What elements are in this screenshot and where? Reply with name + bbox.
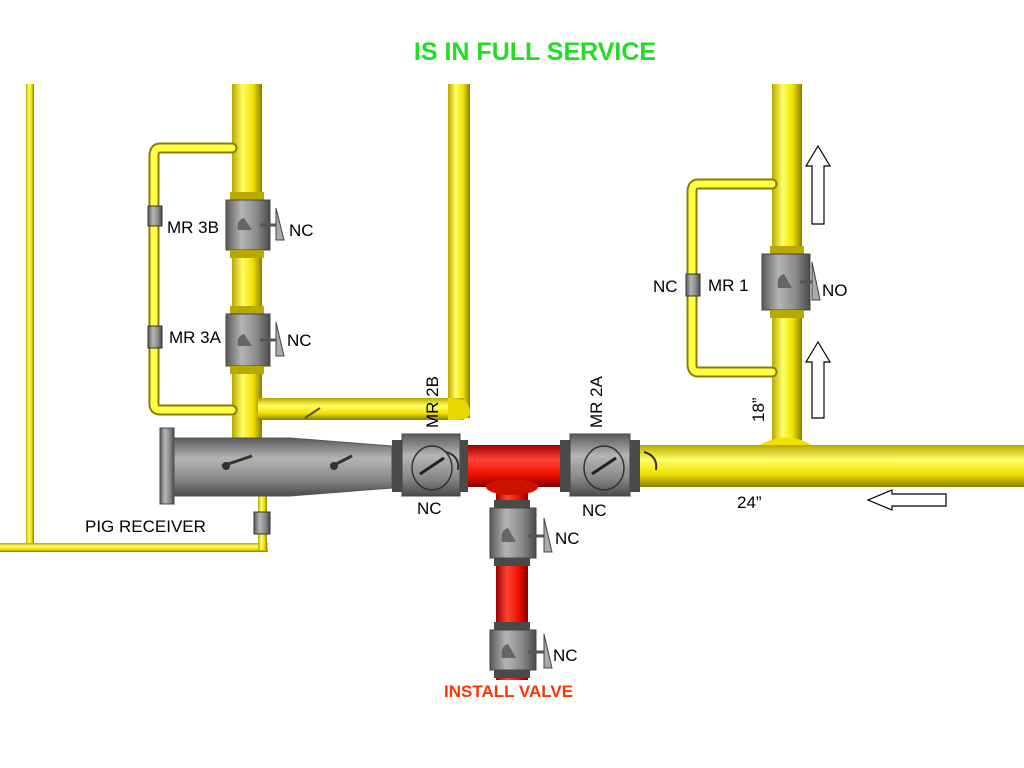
main-24in-pipe [640,437,1024,487]
install-valve-label: INSTALL VALVE [444,682,574,701]
valve-mr3a-bypass[interactable] [147,325,163,349]
label-mr3a: MR 3A [169,328,221,347]
page-title: IS IN FULL SERVICE [413,38,657,66]
flow-arrow-left [866,489,947,511]
valve-branch-upper[interactable] [489,500,553,566]
label-pig-receiver: PIG RECEIVER [85,517,206,536]
flow-arrow-up-lower [804,340,832,419]
mr3-main-pipe [232,84,262,454]
state-branch-upper: NC [555,529,580,548]
valve-mr3a[interactable] [225,306,285,374]
state-mr1: NO [822,281,848,300]
state-mr3b: NC [289,221,314,240]
valve-mr1-bypass[interactable] [685,273,701,297]
state-branch-lower: NC [553,646,578,665]
flow-arrow-up-upper [804,144,832,225]
label-mr3b: MR 3B [167,218,219,237]
mr2b-return-pipe [258,84,470,420]
pig-receiver [159,427,393,505]
label-mr2a: MR 2A [587,376,606,428]
label-mr2b: MR 2B [423,376,442,428]
valve-branch-lower[interactable] [489,622,553,678]
valve-mr2b[interactable] [392,433,468,497]
state-mr2a: NC [582,501,607,520]
valve-pig-drain[interactable] [253,511,271,535]
valve-mr3b[interactable] [225,192,285,258]
label-24in: 24” [737,493,762,512]
valve-mr1[interactable] [761,246,821,318]
label-18in: 18” [749,397,768,422]
label-mr1: MR 1 [708,276,749,295]
state-mr1-bypass: NC [653,277,678,296]
mr3-bypass-loop [148,142,238,416]
valve-mr3b-bypass[interactable] [147,205,163,227]
state-mr2b: NC [417,499,442,518]
state-mr3a: NC [287,331,312,350]
valve-mr2a[interactable] [560,433,658,497]
